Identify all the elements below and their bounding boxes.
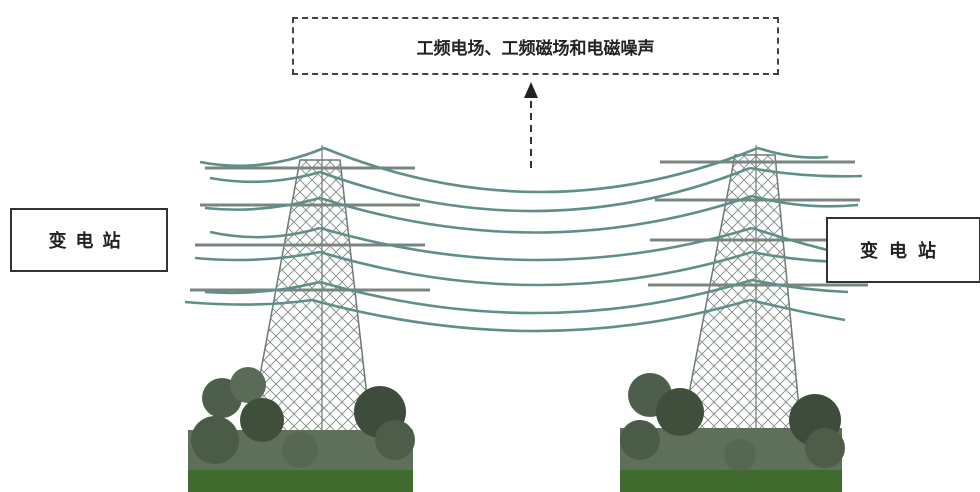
emission-arrow [524,82,538,168]
emission-label-box: 工频电场、工频磁场和电磁噪声 [292,17,779,75]
power-line-conductors [184,146,863,333]
substation-right-box: 变电站 [826,217,980,283]
substation-left-box: 变电站 [10,208,168,272]
emission-label: 工频电场、工频磁场和电磁噪声 [416,38,655,59]
right-vegetation [620,373,845,492]
left-vegetation [188,367,415,492]
substation-right-label: 变电站 [860,241,947,262]
substation-left-label: 变电站 [48,231,130,252]
